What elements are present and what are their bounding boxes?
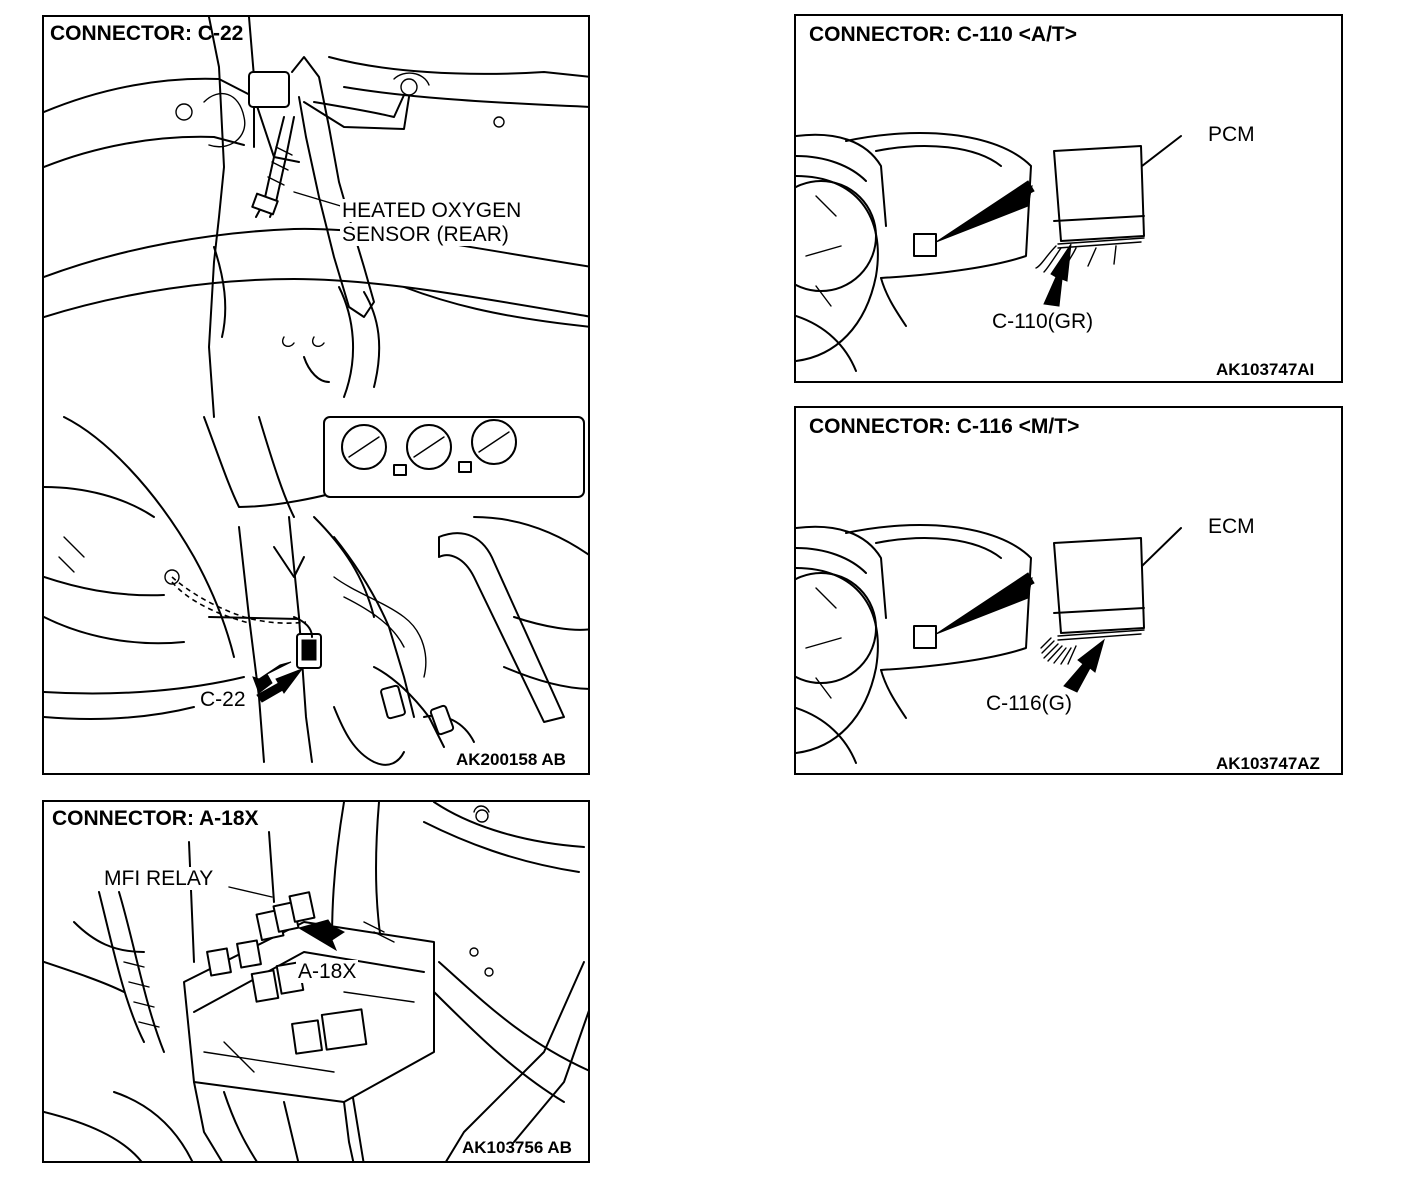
heated-oxygen-sensor-label-line2: SENSOR (REAR) (340, 223, 511, 247)
figure-code: AK103756 AB (462, 1138, 572, 1157)
panel-connector-c116: CONNECTOR: C-116 <M/T> ECM C-116(G) AK10… (794, 406, 1343, 775)
c116-illustration (796, 524, 1182, 764)
mfi-relay-label: MFI RELAY (102, 867, 216, 891)
connector-c116-label: C-116(G) (986, 692, 1072, 715)
figure-code: AK200158 AB (456, 750, 566, 769)
figure-code: AK103747AI (1216, 360, 1315, 379)
panel-connector-c110: CONNECTOR: C-110 <A/T> PCM C-110(GR) AK1… (794, 14, 1343, 383)
figure-code: AK103747AZ (1216, 754, 1320, 773)
panel-title: CONNECTOR: C-22 (50, 22, 244, 45)
connector-c110-label: C-110(GR) (992, 310, 1094, 333)
panel-connector-c22: CONNECTOR: C-22 HEATED OXYGEN SENSOR (RE… (42, 15, 590, 775)
heated-oxygen-sensor-label-line1: HEATED OXYGEN (340, 199, 524, 223)
c110-illustration (796, 132, 1182, 372)
ecm-label: ECM (1208, 515, 1255, 538)
footwell-drawing (44, 416, 588, 766)
connector-a18x-label: A-18X (296, 960, 359, 984)
panel-title: CONNECTOR: A-18X (52, 807, 259, 830)
panel-title: CONNECTOR: C-116 <M/T> (809, 415, 1080, 438)
a18x-illustration (44, 802, 588, 1161)
c22-illustration (44, 17, 588, 766)
panel-title: CONNECTOR: C-110 <A/T> (809, 23, 1078, 46)
panel-connector-a18x: CONNECTOR: A-18X MFI RELAY A-18X AK10375… (42, 800, 590, 1163)
pcm-label: PCM (1208, 123, 1255, 146)
connector-c22-label: C-22 (200, 688, 246, 711)
underbody-drawing (44, 17, 588, 418)
